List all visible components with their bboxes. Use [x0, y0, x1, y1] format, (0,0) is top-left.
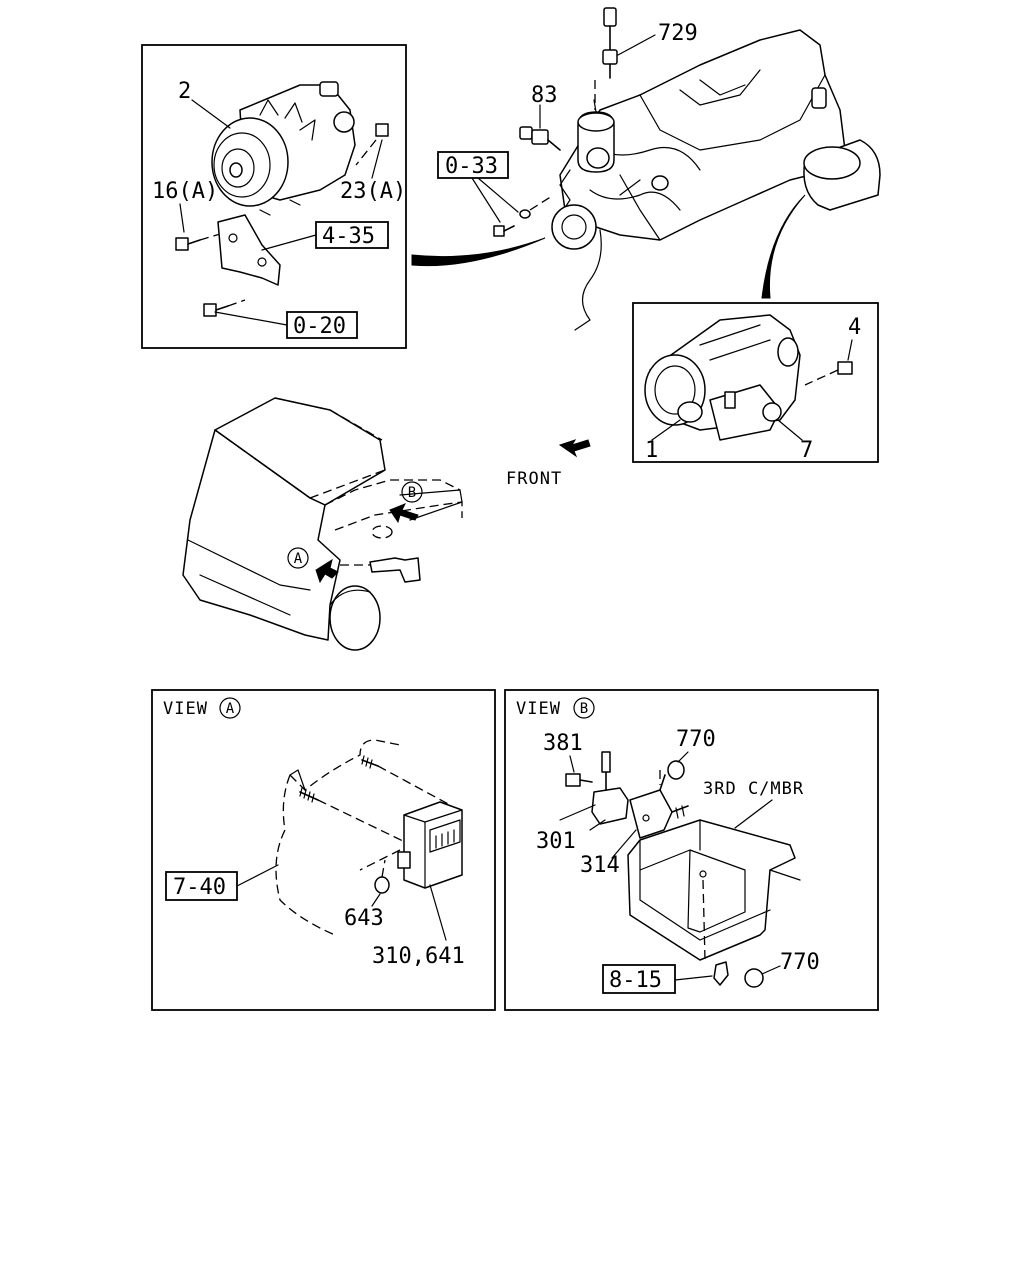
label-83: 83 — [531, 83, 558, 108]
ref-box-7-40 — [165, 871, 238, 901]
sensor-83 — [519, 104, 561, 151]
label-23a: 23(A) — [340, 179, 406, 204]
front-arrow-icon — [558, 439, 591, 458]
truck-cab — [182, 397, 463, 651]
engine-block — [551, 29, 846, 331]
label-4: 4 — [848, 315, 861, 340]
bolt-23a — [355, 123, 389, 166]
label-310-641: 310,641 — [372, 944, 465, 969]
leader-2 — [191, 99, 231, 129]
connector-alternator — [411, 237, 546, 267]
ref-0-33: 0-33 — [445, 154, 498, 179]
view-a-hidden-line — [359, 849, 401, 871]
ref-7-40-leader — [236, 864, 279, 887]
bolt-16a — [175, 233, 221, 251]
callout-b-letter: B — [408, 485, 416, 501]
nut-643 — [374, 859, 390, 894]
leader-314 — [611, 829, 637, 859]
label-3rd-cmbr: 3RD C/MBR — [703, 779, 804, 799]
nut-7 — [762, 402, 782, 422]
switch-301 — [559, 751, 629, 825]
leader-770-bottom — [761, 965, 781, 975]
leader-7 — [777, 419, 803, 441]
ref-0-20-leader — [214, 311, 288, 326]
leader-4 — [847, 339, 853, 361]
callout-a-letter: A — [294, 551, 303, 567]
bracket-314 — [629, 770, 689, 839]
ref-box-4-35 — [315, 221, 389, 249]
bolt-0-33 — [493, 195, 553, 237]
leader-301 — [589, 819, 606, 831]
sensor-729 — [602, 7, 656, 79]
leader-16a — [179, 203, 185, 233]
label-729: 729 — [658, 21, 698, 46]
leader-643 — [371, 893, 381, 907]
relay-box-310 — [397, 801, 463, 889]
bracket — [217, 214, 281, 286]
label-301: 301 — [536, 829, 576, 854]
bolt-381 — [565, 773, 593, 787]
leader-381 — [569, 755, 575, 773]
label-16a: 16(A) — [152, 179, 218, 204]
callout-a: A — [287, 547, 339, 584]
label-2: 2 — [178, 79, 191, 104]
label-1: 1 — [645, 438, 658, 463]
label-643: 643 — [344, 906, 384, 931]
ref-box-8-15 — [602, 964, 676, 994]
alternator — [211, 81, 356, 216]
ref-8-15: 8-15 — [609, 968, 662, 993]
leader-3rd-cmbr — [734, 799, 773, 829]
ref-8-15-leader — [674, 975, 713, 981]
nut-770-top — [667, 760, 685, 780]
connector-starter — [761, 194, 806, 299]
ref-7-40: 7-40 — [173, 875, 226, 900]
starter-silhouette — [803, 139, 881, 211]
label-381: 381 — [543, 731, 583, 756]
leader-770-top — [677, 751, 689, 763]
label-7: 7 — [800, 438, 813, 463]
label-770-top: 770 — [676, 727, 716, 752]
ref-4-35-leader — [261, 234, 317, 251]
callout-b: B — [389, 481, 423, 524]
view-b-letter: B — [580, 701, 588, 717]
label-770-bottom: 770 — [780, 950, 820, 975]
leader-23a — [371, 139, 383, 179]
bolt-4 — [804, 361, 853, 386]
view-a-panel — [275, 739, 451, 936]
nut-770-bottom — [744, 968, 764, 988]
front-label: FRONT — [506, 469, 562, 489]
ref-4-35: 4-35 — [322, 224, 375, 249]
leader-310 — [429, 884, 447, 941]
view-b-title: VIEW — [516, 699, 561, 719]
bolt-0-20 — [203, 299, 246, 317]
ref-0-33-leader — [471, 177, 519, 223]
view-a-letter: A — [226, 701, 235, 717]
starter-motor — [644, 314, 801, 441]
leader-1 — [651, 419, 681, 441]
ref-0-20: 0-20 — [293, 314, 346, 339]
view-a-title: VIEW — [163, 699, 208, 719]
ref-box-0-33 — [437, 151, 509, 179]
clip-8-15 — [713, 961, 729, 986]
crossmember — [627, 819, 801, 961]
